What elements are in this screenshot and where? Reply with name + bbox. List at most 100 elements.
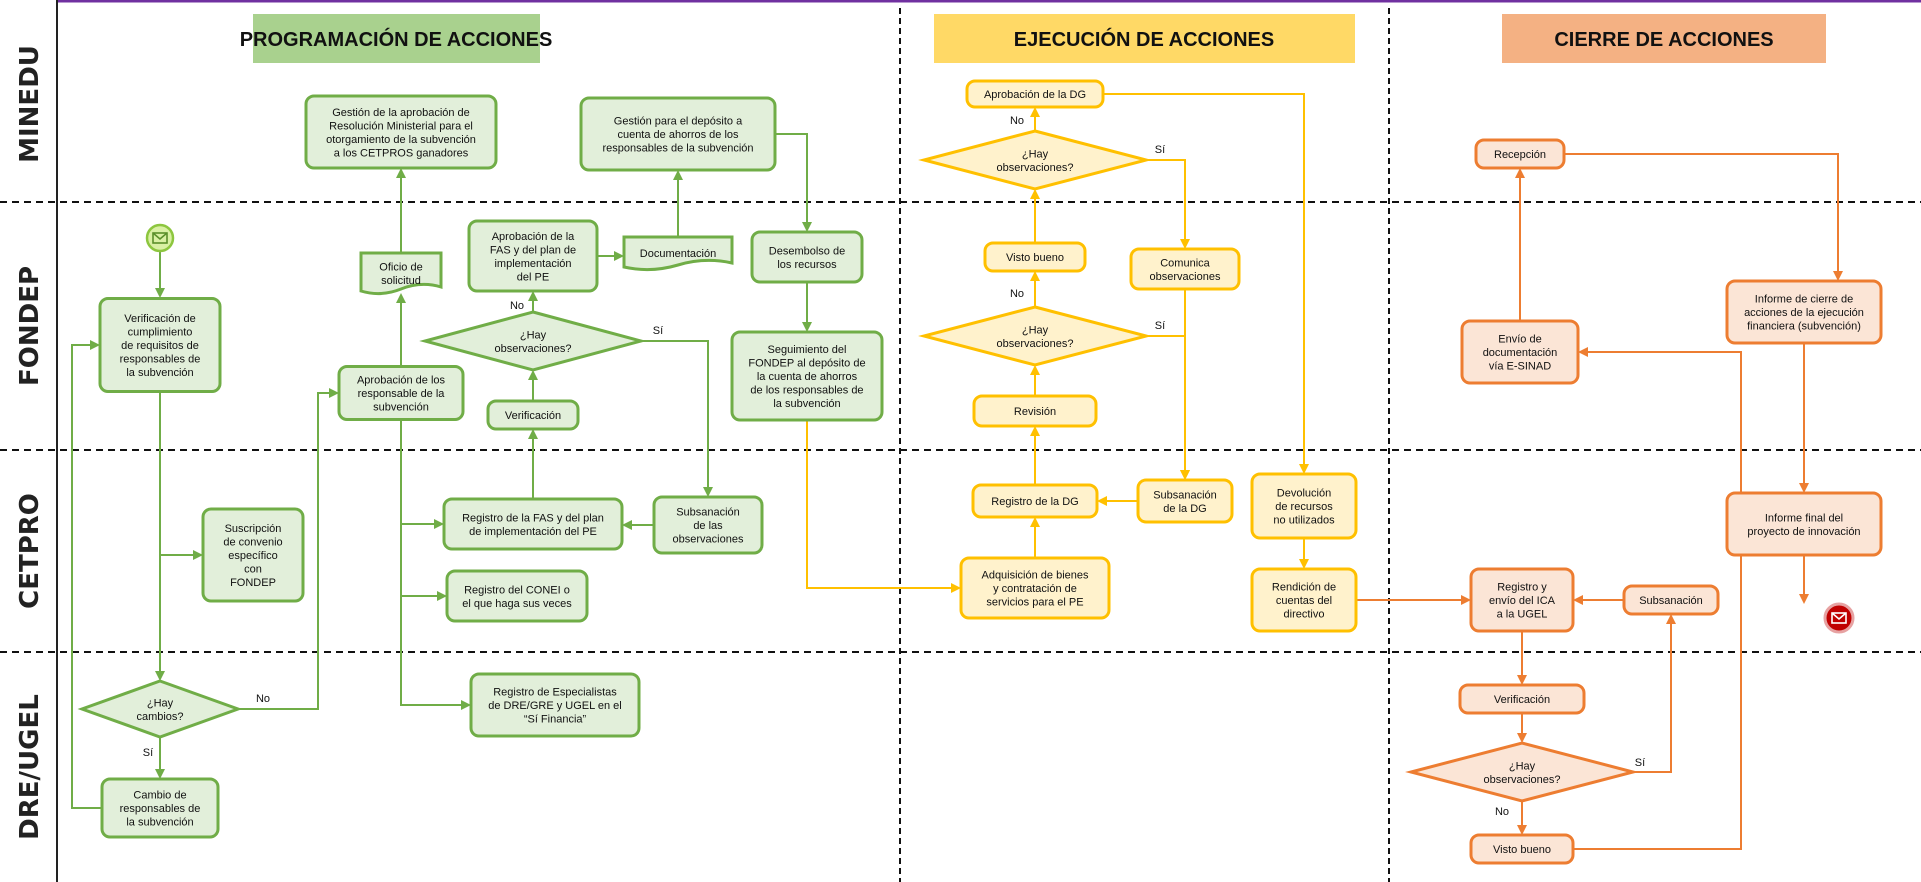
- node-start: [145, 223, 175, 253]
- node-aprob-dg: Aprobación de la DG: [965, 79, 1105, 109]
- process-box: [337, 365, 465, 421]
- node-label: Verificación: [505, 410, 561, 422]
- connector-verif-cumpl-to-suscripcion: [159, 392, 203, 560]
- process-box: [1250, 567, 1358, 633]
- process-box: [304, 94, 498, 170]
- lane-label-cetpro: CETPRO: [15, 493, 45, 609]
- process-box: [1136, 478, 1234, 524]
- process-box: [1460, 319, 1580, 385]
- node-subsanacion-c: Subsanación: [1622, 584, 1720, 616]
- decision-diamond: [1405, 741, 1639, 803]
- phase-title-programacion: PROGRAMACIÓN DE ACCIONES: [240, 27, 553, 51]
- edge-label: Sí: [1635, 757, 1645, 769]
- lane-label-minedu: MINEDU: [15, 45, 45, 163]
- node-visto-bueno-c: Visto bueno: [1469, 833, 1575, 865]
- node-registro-dg: Registro de la DG: [971, 483, 1099, 519]
- node-label: Visto bueno: [1493, 844, 1551, 856]
- node-label: Documentación: [640, 248, 716, 260]
- connector-visto-bueno-c-to-envio-doc: [1573, 347, 1742, 850]
- process-box: [442, 497, 624, 551]
- edge-label: Sí: [653, 325, 663, 337]
- envelope-body: [152, 232, 168, 244]
- phase-header-ejecucion: [934, 14, 1355, 63]
- connector-gestion-deposito-to-desembolso: [775, 133, 812, 232]
- connector-hay-cambios-to-aprob-resp: [238, 388, 339, 710]
- lane-separators: [0, 201, 1921, 653]
- phase-title-ejecucion: EJECUCIÓN DE ACCIONES: [1014, 27, 1274, 51]
- decision-diamond: [77, 679, 243, 739]
- node-recepcion: Recepción: [1474, 138, 1566, 170]
- edge-label: No: [1010, 115, 1024, 127]
- connector-layer: [71, 93, 1843, 850]
- process-box: [467, 219, 599, 293]
- connector-aprob-resp-to-registro-conei: [400, 420, 447, 601]
- node-label: Subsanación: [1639, 595, 1703, 607]
- document-shape: [622, 235, 734, 272]
- connector-seguimiento-to-adquisicion: [806, 420, 961, 593]
- process-box: [971, 483, 1099, 519]
- process-box: [1129, 247, 1241, 291]
- node-label: Verificación: [1494, 694, 1550, 706]
- process-box: [983, 241, 1087, 273]
- process-box: [579, 96, 777, 172]
- process-box: [652, 495, 764, 555]
- edge-label: Sí: [143, 747, 153, 759]
- connector-aprob-dg-to-devolucion: [1103, 93, 1309, 474]
- process-box: [445, 569, 589, 623]
- node-revision: Revisión: [972, 394, 1098, 428]
- process-box: [486, 399, 580, 431]
- decision-diamond: [918, 305, 1152, 367]
- process-box: [1458, 683, 1586, 715]
- process-box: [1469, 567, 1575, 633]
- phase-separators: [899, 8, 1390, 882]
- node-verificacion-f: Verificación: [486, 399, 580, 431]
- edge-label: No: [1495, 806, 1509, 818]
- process-box: [1250, 472, 1358, 540]
- phase-title-cierre: CIERRE DE ACCIONES: [1554, 29, 1773, 51]
- connector-hay-obs-e2-to-comunica: [1146, 159, 1190, 249]
- node-end: [1823, 602, 1855, 634]
- lane-label-fondep: FONDEP: [15, 266, 45, 386]
- process-box: [959, 556, 1111, 620]
- edge-label: Sí: [1155, 144, 1165, 156]
- process-box: [201, 507, 305, 603]
- node-label: Visto bueno: [1006, 252, 1064, 264]
- connector-hay-obs-c-to-subsanacion-c: [1633, 614, 1676, 773]
